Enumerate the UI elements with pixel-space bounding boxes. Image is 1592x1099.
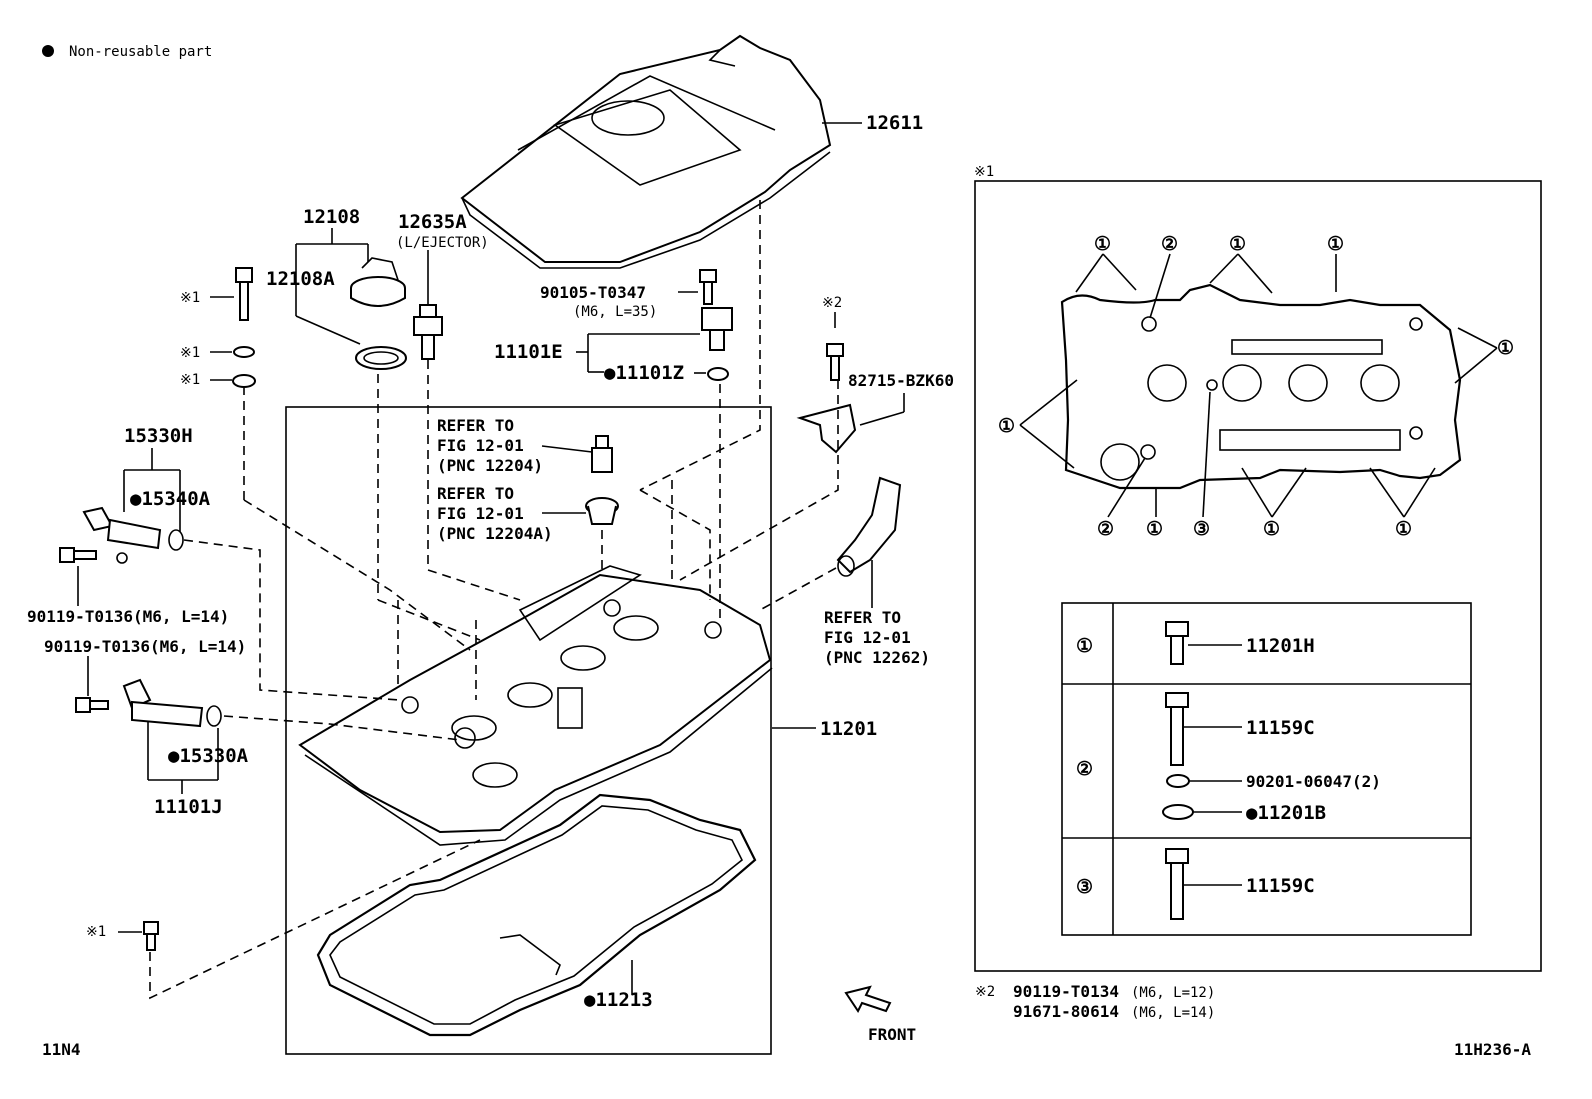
part-15340A-label: ●15340A [130,488,211,510]
part-12108A-label: 12108A [266,268,335,290]
non-reusable-marker-icon [42,45,54,57]
o-ring-11101Z [707,367,729,381]
bolt-illustration-d [143,921,159,951]
code-left: 11N4 [42,1040,81,1059]
washer-illustration-a [233,346,255,358]
inset-frame [974,180,1542,972]
svg-text:③: ③ [1193,518,1210,540]
star1-label-a: ※1 [180,290,200,306]
gasket-illustration [316,793,757,1037]
legend-text: Non-reusable part [69,44,212,60]
footnote-spec-1: (M6, L=12) [1131,985,1215,1001]
svg-text:②: ② [1161,233,1178,255]
bolt-key-table: ① ② ③ 11201H 11159C 90201-06047(2) ●1120… [1061,602,1472,936]
star2-label: ※2 [822,295,842,311]
ejector-illustration [413,304,443,360]
bracket-bolt-illustration [826,343,844,381]
part-11159C-label-a: 11159C [1246,717,1315,739]
front-arrow-icon [844,985,892,1013]
part-12635A-sublabel: (L/EJECTOR) [396,235,489,251]
refer-2-line-1: REFER TO [437,484,514,503]
part-11101E-label: 11101E [494,341,563,363]
part-15330A-label: ●15330A [168,745,249,767]
svg-text:①: ① [1094,233,1111,255]
oil-control-valve-illustration [75,678,222,728]
svg-text:①: ① [1146,518,1163,540]
part-11213-label: ●11213 [584,989,653,1011]
bracket-illustration [796,403,857,454]
refer-1-line-3: (PNC 12204) [437,456,543,475]
refer-3-line-2: FIG 12-01 [824,628,911,647]
cam-sensor-illustration [701,307,733,351]
svg-text:①: ① [1497,337,1514,359]
valve-cover-assembly-frame [285,406,772,1055]
part-82715-label: 82715-BZK60 [848,371,954,390]
svg-text:①: ① [1229,233,1246,255]
table-row-key-2: ② [1076,758,1093,780]
head-bolt-layout-illustration [1060,283,1462,490]
part-90119-label-b: 90119-T0136(M6, L=14) [44,637,246,656]
refer-1-line-1: REFER TO [437,416,514,435]
part-11201-label: 11201 [820,718,877,740]
inset-title: ※1 [974,164,994,180]
front-label: FRONT [868,1025,916,1044]
valve-cover-illustration [298,565,773,846]
star1-label-c: ※1 [180,372,200,388]
part-90201-label: 90201-06047(2) [1246,772,1381,791]
engine-cover-illustration [460,34,832,269]
ventilation-hose-illustration [836,476,902,574]
refer-1-line-2: FIG 12-01 [437,436,524,455]
part-12108-label: 12108 [303,206,360,228]
oil-filler-cap-illustration [350,257,407,370]
part-15330H-label: 15330H [124,425,193,447]
bolt-illustration-a [235,267,253,321]
part-90119-label-a: 90119-T0136(M6, L=14) [27,607,229,626]
footnote-part-1: 90119-T0134 [1013,982,1119,1001]
part-11201B-label: ●11201B [1246,802,1326,824]
refer-2-line-2: FIG 12-01 [437,504,524,523]
svg-text:①: ① [1395,518,1412,540]
footnote-spec-2: (M6, L=14) [1131,1005,1215,1021]
table-row-key-1: ① [1076,635,1093,657]
svg-text:①: ① [1263,518,1280,540]
sensor-bolt-illustration [699,269,717,305]
part-11101J-label: 11101J [154,796,223,818]
footnote-part-2: 91671-80614 [1013,1002,1119,1021]
assembly-guide-lines [149,200,839,1000]
svg-text:②: ② [1097,518,1114,540]
ocv-filter-illustration [59,506,184,564]
svg-text:①: ① [1327,233,1344,255]
refer-3-line-1: REFER TO [824,608,901,627]
refer-2-line-3: (PNC 12204A) [437,524,553,543]
footnote-mark: ※2 [975,984,995,1000]
part-12635A-label: 12635A [398,211,467,233]
inset-callouts: ① ② ① ① ① ① ② ① ③ ① ① [998,233,1514,540]
star1-label-d: ※1 [86,924,106,940]
part-12611-label: 12611 [866,112,923,134]
svg-text:①: ① [998,415,1015,437]
washer-illustration-b [232,374,256,388]
part-11201H-label: 11201H [1246,635,1315,657]
table-row-key-3: ③ [1076,876,1093,898]
part-11159C-label-b: 11159C [1246,875,1315,897]
code-right: 11H236-A [1454,1040,1531,1059]
grommet-illustration [585,497,619,525]
refer-3-line-3: (PNC 12262) [824,648,930,667]
part-11101Z-label: ●11101Z [604,362,684,384]
pcv-valve-illustration [591,435,613,473]
part-90105-sublabel: (M6, L=35) [573,304,657,320]
star1-label-b: ※1 [180,345,200,361]
part-90105-label: 90105-T0347 [540,283,646,302]
